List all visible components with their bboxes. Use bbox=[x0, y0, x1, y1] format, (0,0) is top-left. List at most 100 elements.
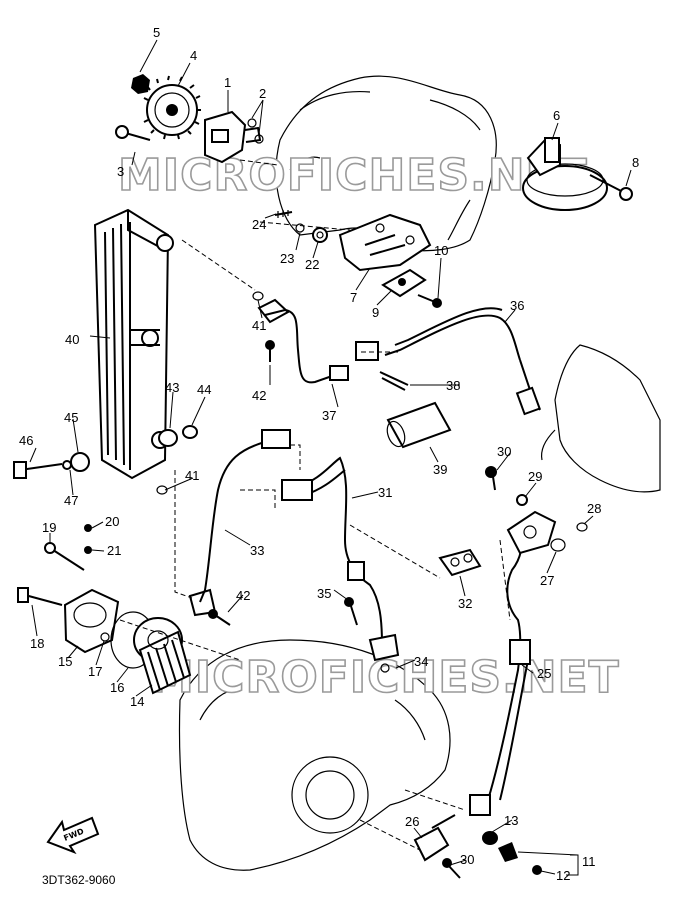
callout-34: 34 bbox=[414, 654, 428, 669]
callout-24: 24 bbox=[252, 217, 266, 232]
callout-20: 20 bbox=[105, 514, 119, 529]
right-frame-section bbox=[540, 344, 661, 493]
oil-pump-sprocket bbox=[143, 75, 201, 140]
callout-19: 19 bbox=[42, 520, 56, 535]
callout-32: 32 bbox=[458, 596, 472, 611]
bolt-42-top bbox=[265, 340, 275, 362]
cooler-bolt bbox=[13, 461, 63, 479]
hose-protector-39 bbox=[386, 401, 452, 449]
callout-39: 39 bbox=[433, 462, 447, 477]
oil-cooler bbox=[93, 208, 174, 480]
oil-pipe-31 bbox=[281, 456, 383, 646]
assembly-lines bbox=[119, 159, 511, 851]
callout-37: 37 bbox=[322, 408, 336, 423]
callout-1: 1 bbox=[224, 75, 231, 90]
bolt-19 bbox=[44, 542, 85, 571]
watermark-top: MICROFICHES.NET bbox=[118, 150, 588, 201]
callout-47: 47 bbox=[64, 493, 78, 508]
callout-43: 43 bbox=[165, 380, 179, 395]
callout-38: 38 bbox=[446, 378, 460, 393]
callout-22: 22 bbox=[305, 257, 319, 272]
oring-17 bbox=[100, 632, 110, 642]
washer-13 bbox=[482, 831, 498, 845]
forward-direction-arrow: FWD bbox=[46, 816, 100, 855]
callout-5: 5 bbox=[153, 25, 160, 40]
callout-labels: 1 2 3 4 5 6 7 8 9 10 11 12 13 14 15 16 1… bbox=[19, 25, 639, 883]
callout-11: 11 bbox=[582, 854, 596, 869]
hose-flange bbox=[506, 510, 557, 555]
callout-14: 14 bbox=[130, 694, 144, 709]
callout-6: 6 bbox=[553, 108, 560, 123]
hose-clamp-38 bbox=[379, 371, 409, 391]
stud-bolt bbox=[274, 210, 293, 218]
callout-2: 2 bbox=[259, 86, 266, 101]
callout-42-top: 42 bbox=[252, 388, 266, 403]
callout-21: 21 bbox=[107, 543, 121, 558]
callout-15: 15 bbox=[58, 654, 72, 669]
small-plate bbox=[381, 268, 427, 298]
oring-41-top bbox=[252, 291, 264, 301]
oil-delivery-bracket bbox=[338, 213, 432, 272]
callout-33: 33 bbox=[250, 543, 264, 558]
sprocket-nut bbox=[131, 74, 150, 94]
union-bolt-11-12 bbox=[498, 842, 542, 875]
bolt-30-bottom bbox=[442, 858, 461, 879]
lower-crankcase bbox=[178, 639, 451, 871]
callout-40: 40 bbox=[65, 332, 79, 347]
oil-hose-25 bbox=[469, 524, 531, 816]
callout-41-top: 41 bbox=[252, 318, 266, 333]
oring-28 bbox=[576, 522, 588, 532]
strainer-bolt bbox=[589, 174, 633, 201]
collar bbox=[312, 227, 328, 243]
upper-crankcase bbox=[275, 75, 497, 252]
callout-7: 7 bbox=[350, 290, 357, 305]
diagram-code: 3DT362-9060 bbox=[42, 873, 116, 887]
cooler-spacer bbox=[62, 460, 72, 470]
bolt-20 bbox=[84, 524, 92, 532]
callout-44: 44 bbox=[197, 382, 211, 397]
bolt-30-top bbox=[485, 466, 497, 491]
callout-9: 9 bbox=[372, 305, 379, 320]
washer-21 bbox=[84, 546, 92, 554]
pipe-clamp-32 bbox=[438, 548, 482, 577]
callout-42-lower: 42 bbox=[236, 588, 250, 603]
cooler-washer bbox=[70, 452, 90, 472]
callout-30-bottom: 30 bbox=[460, 852, 474, 867]
callout-28: 28 bbox=[587, 501, 601, 516]
cooler-collar bbox=[158, 429, 178, 447]
callout-3: 3 bbox=[117, 164, 124, 179]
washer-29 bbox=[516, 494, 528, 506]
leader-lines bbox=[29, 39, 632, 876]
callout-46: 46 bbox=[19, 433, 33, 448]
callout-26: 26 bbox=[405, 814, 419, 829]
callout-36: 36 bbox=[510, 298, 524, 313]
callout-41-lower: 41 bbox=[185, 468, 199, 483]
callout-45: 45 bbox=[64, 410, 78, 425]
oil-strainer bbox=[522, 137, 608, 211]
callout-35: 35 bbox=[317, 586, 331, 601]
callout-27: 27 bbox=[540, 573, 554, 588]
watermark-bottom: MICROFICHES.NET bbox=[150, 652, 620, 703]
bolt-35 bbox=[344, 597, 358, 626]
oil-pipe-37 bbox=[257, 298, 349, 384]
oring-41-lower bbox=[156, 485, 168, 495]
oil-pump-body bbox=[204, 110, 262, 164]
pump-pins bbox=[247, 118, 264, 144]
filter-cover-15 bbox=[63, 588, 120, 654]
callout-17: 17 bbox=[88, 664, 102, 679]
cooler-grommet bbox=[182, 425, 198, 439]
filter-bolt-18 bbox=[17, 587, 63, 606]
callout-30-top: 30 bbox=[497, 444, 511, 459]
oil-hose-36 bbox=[355, 307, 541, 416]
pump-bolt bbox=[115, 125, 151, 141]
callout-31: 31 bbox=[378, 485, 392, 500]
oring-27 bbox=[550, 538, 566, 552]
bolt-42-lower bbox=[208, 609, 231, 626]
pipe-fitting-34 bbox=[368, 633, 400, 673]
plate-bolt bbox=[417, 294, 442, 308]
callout-10: 10 bbox=[434, 243, 448, 258]
callout-12: 12 bbox=[556, 868, 570, 883]
callout-29: 29 bbox=[528, 469, 542, 484]
callout-18: 18 bbox=[30, 636, 44, 651]
